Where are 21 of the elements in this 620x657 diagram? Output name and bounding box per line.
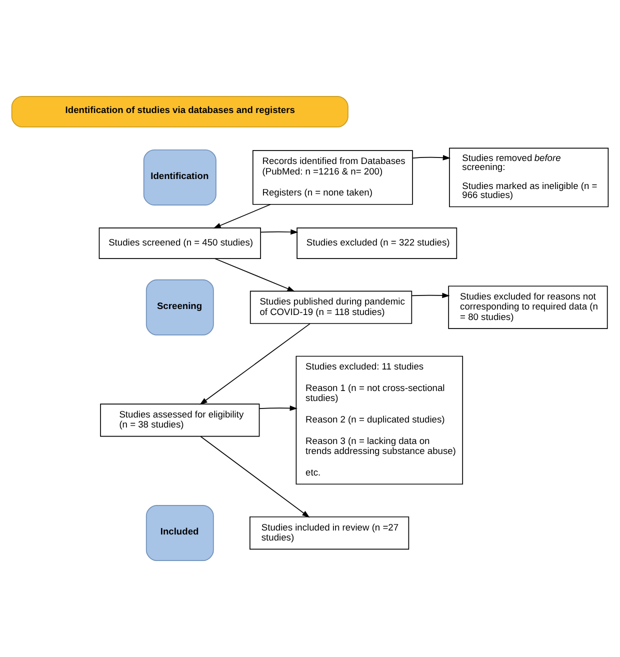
node-box: Screening [146, 279, 214, 336]
arrow [412, 154, 451, 160]
node-box: Studies published during pandemic of COVID-19 (n = 118 studies) [250, 290, 412, 324]
node-box: Included [146, 505, 214, 562]
node-box: Records identified from Databases (PubMed: n =1216 & n= 200) Registers (n = none taken) [252, 150, 413, 205]
node-box: Studies excluded for reasons not corresponding to required data (n = 80 studies) [448, 286, 608, 329]
node-box: Studies removed before screening: Studies marked as ineligible (n = 966 studies) [449, 148, 609, 208]
arrow [200, 323, 310, 405]
node-box: Studies excluded (n = 322 studies) [296, 228, 458, 259]
node-box: Identification [143, 149, 216, 206]
node-box: Studies assessed for eligibility (n = 38 studies) [100, 404, 260, 437]
arrow [213, 204, 271, 228]
arrow [200, 436, 310, 518]
arrow [260, 229, 298, 235]
node-box: Identification of studies via databases and registers [11, 96, 348, 128]
node-box: Studies screened (n = 450 studies) [98, 228, 261, 259]
node-box: Studies excluded: 11 studies Reason 1 (n = not cross-sectional studies) Reason 2 (n = duplicated studies) Reason 3 (n = lacking data on trends addressing substance abuse) etc. [296, 356, 464, 485]
arrow [258, 406, 298, 411]
arrow [411, 292, 450, 298]
node-box: Studies included in review (n =27 studies) [250, 516, 410, 550]
arrow [214, 258, 295, 292]
